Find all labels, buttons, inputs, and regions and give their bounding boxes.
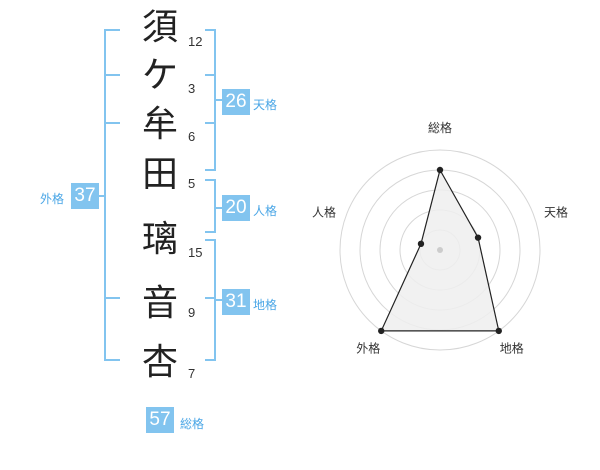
radar-point-0 <box>436 166 444 174</box>
name-char-3: 牟 <box>141 104 178 145</box>
radar-axis-label-4: 人格 <box>312 204 336 219</box>
radar-point-2 <box>495 327 502 335</box>
jinkaku-bracket <box>205 179 216 233</box>
name-char-6: 音 <box>141 283 178 324</box>
name-char-4: 田 <box>141 154 178 195</box>
tenkaku-label: 天格 <box>253 98 278 112</box>
radar-axis-label-1: 天格 <box>544 204 568 219</box>
stroke-count-4: 5 <box>188 176 196 191</box>
tenkaku-value-badge: 26 <box>222 89 250 115</box>
stroke-count-7: 7 <box>188 366 196 381</box>
radar-point-3 <box>378 327 385 335</box>
name-char-5: 璃 <box>141 219 178 260</box>
chikaku-value-badge: 31 <box>222 289 250 315</box>
radar-point-4 <box>417 240 425 248</box>
name-char-2: ケ <box>141 55 178 96</box>
jinkaku-label: 人格 <box>253 204 278 218</box>
soukaku-label: 総格 <box>180 417 205 431</box>
radar-axis-label-2: 地格 <box>500 341 524 356</box>
radar-axis-label-3: 外格 <box>356 341 380 356</box>
gaikaku-label: 外格 <box>40 192 65 206</box>
stroke-count-6: 9 <box>188 305 196 320</box>
radar-ring-5 <box>339 149 541 351</box>
radar-data-points <box>378 166 502 335</box>
radar-point-1 <box>474 234 482 241</box>
radar-center-dot <box>437 247 443 253</box>
jinkaku-value-badge: 20 <box>222 195 250 221</box>
gaikaku-value-badge: 37 <box>71 183 99 209</box>
name-char-1: 須 <box>141 7 178 48</box>
stroke-count-3: 6 <box>188 129 196 144</box>
stroke-count-5: 15 <box>188 245 203 260</box>
name-char-7: 杏 <box>141 342 178 383</box>
stroke-count-2: 3 <box>188 81 196 96</box>
chikaku-label: 地格 <box>253 298 278 312</box>
stroke-count-1: 12 <box>188 34 203 49</box>
radar-axis-label-0: 総格 <box>428 120 452 135</box>
soukaku-value-badge: 57 <box>146 407 174 433</box>
